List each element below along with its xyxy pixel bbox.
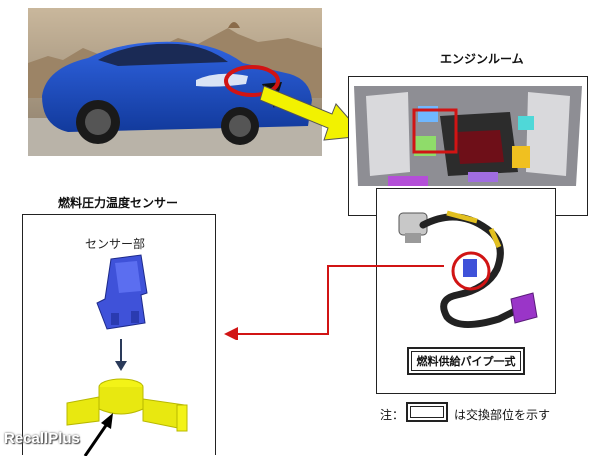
note-prefix: 注：	[380, 408, 405, 422]
note-text: は交換部位を示す	[454, 408, 551, 422]
fuel-pipe-label-inner: 燃料供給パイプ一式	[411, 351, 521, 371]
fuel-pipe-illustration	[398, 210, 538, 328]
car-photo	[28, 8, 322, 156]
watermark: RecallPlus	[4, 430, 80, 447]
fuel-pipe-panel: 燃料供給パイプ一式	[376, 188, 556, 394]
fuel-pipe-label-box: 燃料供給パイプ一式	[407, 347, 525, 375]
sensor-title: 燃料圧力温度センサー	[58, 196, 179, 210]
fuel-pipe-label: 燃料供給パイプ一式	[416, 355, 516, 368]
sensor-panel: センサー部	[22, 214, 216, 456]
note-sample-box	[406, 402, 448, 422]
note-sample-box-inner	[410, 406, 444, 418]
sensor-part-label: センサー部	[85, 237, 146, 251]
engine-room-label: エンジンルーム	[440, 52, 524, 66]
yellow-arrow	[260, 85, 366, 141]
red-pointer-arrow	[224, 265, 444, 340]
sensor-illustration	[66, 254, 188, 456]
